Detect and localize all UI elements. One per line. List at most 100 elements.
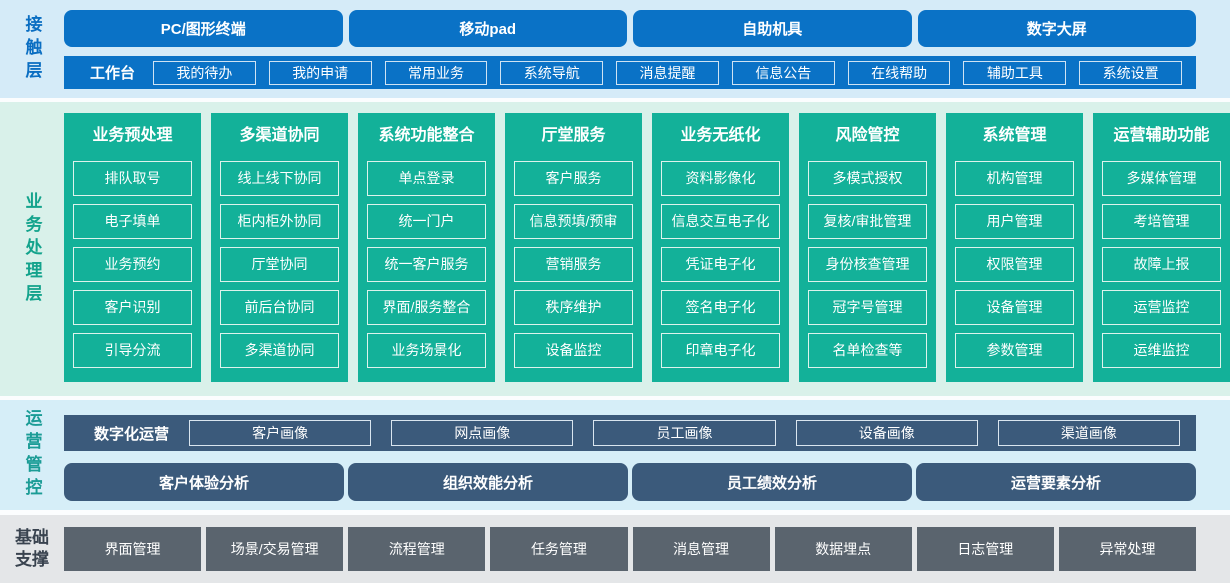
workbench-item[interactable]: 在线帮助 xyxy=(847,60,951,85)
operations-layer-label: 运营管控 xyxy=(22,409,42,501)
base-support-module[interactable]: 异常处理 xyxy=(1058,527,1196,571)
workbench-item[interactable]: 消息提醒 xyxy=(616,60,719,85)
business-module[interactable]: 复核/审批管理 xyxy=(808,204,927,239)
business-module[interactable]: 故障上报 xyxy=(1102,247,1221,282)
business-column-title: 业务预处理 xyxy=(92,127,173,144)
business-layer: 业务处理层 业务预处理 排队取号 电子填单 业务预约 客户识别 xyxy=(0,102,1230,396)
business-module[interactable]: 资料影像化 xyxy=(661,161,780,196)
base-support-module[interactable]: 消息管理 xyxy=(632,527,770,571)
base-support-module[interactable]: 界面管理 xyxy=(64,527,202,571)
business-module[interactable]: 运维监控 xyxy=(1102,333,1221,368)
business-module[interactable]: 营销服务 xyxy=(514,247,633,282)
analysis-row: 客户体验分析 组织效能分析 员工绩效分析 运营要素分析 xyxy=(64,463,1196,501)
business-module[interactable]: 统一客户服务 xyxy=(367,247,486,282)
workbench-item[interactable]: 常用业务 xyxy=(384,60,488,85)
business-column: 系统管理 机构管理 用户管理 权限管理 设备管理 参数管理 xyxy=(946,113,1083,382)
business-module[interactable]: 名单检查等 xyxy=(808,333,927,368)
business-column-items: 多模式授权 复核/审批管理 身份核查管理 冠字号管理 名单检查等 xyxy=(808,153,927,376)
business-module[interactable]: 客户服务 xyxy=(514,161,633,196)
contact-layer-content: PC/图形终端 移动pad 自助机具 数字大屏 工作台 我的待办 我的申请 xyxy=(64,0,1230,98)
business-module[interactable]: 权限管理 xyxy=(955,247,1074,282)
business-module[interactable]: 身份核查管理 xyxy=(808,247,927,282)
business-column-title: 系统功能整合 xyxy=(378,127,475,144)
business-module[interactable]: 电子填单 xyxy=(73,204,192,239)
business-module[interactable]: 线上线下协同 xyxy=(220,161,339,196)
terminal-button[interactable]: 数字大屏 xyxy=(917,10,1196,47)
business-module[interactable]: 签名电子化 xyxy=(661,290,780,325)
workbench-label: 工作台 xyxy=(90,65,136,82)
contact-layer: 接触层 PC/图形终端 移动pad 自助机具 数字大屏 工作台 我的待办 xyxy=(0,0,1230,98)
business-module[interactable]: 排队取号 xyxy=(73,161,192,196)
base-support-items: 界面管理 场景/交易管理 流程管理 任务管理 消息管理 数据埋点 日志管理 异常… xyxy=(64,527,1230,571)
profile-item[interactable]: 网点画像 xyxy=(391,420,574,446)
workbench-item[interactable]: 系统导航 xyxy=(500,60,604,85)
business-module[interactable]: 单点登录 xyxy=(367,161,486,196)
business-module[interactable]: 统一门户 xyxy=(367,204,486,239)
business-module[interactable]: 信息交互电子化 xyxy=(661,204,780,239)
terminal-button[interactable]: PC/图形终端 xyxy=(64,10,343,47)
business-module[interactable]: 凭证电子化 xyxy=(661,247,780,282)
business-module[interactable]: 冠字号管理 xyxy=(808,290,927,325)
workbench-item[interactable]: 我的申请 xyxy=(268,60,372,85)
business-module[interactable]: 印章电子化 xyxy=(661,333,780,368)
analysis-button[interactable]: 员工绩效分析 xyxy=(632,463,912,501)
analysis-button[interactable]: 运营要素分析 xyxy=(916,463,1196,501)
base-support-module[interactable]: 场景/交易管理 xyxy=(206,527,344,571)
business-module[interactable]: 柜内柜外协同 xyxy=(220,204,339,239)
digital-operations-label: 数字化运营 xyxy=(94,425,170,443)
profile-item[interactable]: 设备画像 xyxy=(795,420,978,446)
operations-content: 数字化运营 客户画像 网点画像 员工画像 设备画像 渠道画像 xyxy=(64,400,1230,510)
profile-item[interactable]: 员工画像 xyxy=(593,420,776,446)
business-columns: 业务预处理 排队取号 电子填单 业务预约 客户识别 引导分流 xyxy=(64,102,1230,396)
business-module[interactable]: 界面/服务整合 xyxy=(367,290,486,325)
terminal-button[interactable]: 自助机具 xyxy=(633,10,912,47)
workbench-item[interactable]: 辅助工具 xyxy=(963,60,1067,85)
analysis-button[interactable]: 组织效能分析 xyxy=(348,463,628,501)
profile-item[interactable]: 渠道画像 xyxy=(997,420,1181,446)
base-support-label: 基础支撑 xyxy=(15,527,49,569)
business-module[interactable]: 考培管理 xyxy=(1102,204,1221,239)
business-column: 运营辅助功能 多媒体管理 考培管理 故障上报 运营监控 运维监控 xyxy=(1093,113,1230,382)
workbench-item[interactable]: 我的待办 xyxy=(153,60,256,85)
business-module[interactable]: 机构管理 xyxy=(955,161,1074,196)
business-column-title: 多渠道协同 xyxy=(239,127,320,144)
business-module[interactable]: 厅堂协同 xyxy=(220,247,339,282)
workbench-bar: 工作台 我的待办 我的申请 常用业务 系统导航 消息提醒 信息公告 xyxy=(64,56,1196,89)
business-module[interactable]: 运营监控 xyxy=(1102,290,1221,325)
business-module[interactable]: 多媒体管理 xyxy=(1102,161,1221,196)
business-column: 系统功能整合 单点登录 统一门户 统一客户服务 界面/服务整合 业务场景化 xyxy=(358,113,495,382)
business-column-items: 多媒体管理 考培管理 故障上报 运营监控 运维监控 xyxy=(1102,153,1221,376)
business-module[interactable]: 设备管理 xyxy=(955,290,1074,325)
workbench-item[interactable]: 信息公告 xyxy=(731,60,835,85)
business-module[interactable]: 用户管理 xyxy=(955,204,1074,239)
base-support-module[interactable]: 日志管理 xyxy=(916,527,1054,571)
business-module[interactable]: 信息预填/预审 xyxy=(514,204,633,239)
business-module[interactable]: 参数管理 xyxy=(955,333,1074,368)
business-module[interactable]: 多渠道协同 xyxy=(220,333,339,368)
business-module[interactable]: 设备监控 xyxy=(514,333,633,368)
terminal-row: PC/图形终端 移动pad 自助机具 数字大屏 xyxy=(64,10,1196,47)
profile-items: 客户画像 网点画像 员工画像 设备画像 渠道画像 xyxy=(189,420,1181,446)
business-module[interactable]: 前后台协同 xyxy=(220,290,339,325)
workbench-item[interactable]: 系统设置 xyxy=(1079,60,1183,85)
base-support-module[interactable]: 数据埋点 xyxy=(774,527,912,571)
analysis-button[interactable]: 客户体验分析 xyxy=(64,463,344,501)
business-column-title: 厅堂服务 xyxy=(541,127,606,144)
terminal-button[interactable]: 移动pad xyxy=(348,10,627,47)
business-module[interactable]: 业务预约 xyxy=(73,247,192,282)
profile-item[interactable]: 客户画像 xyxy=(189,420,372,446)
digital-operations-bar: 数字化运营 客户画像 网点画像 员工画像 设备画像 渠道画像 xyxy=(64,415,1196,451)
business-module[interactable]: 引导分流 xyxy=(73,333,192,368)
base-support-module[interactable]: 任务管理 xyxy=(490,527,628,571)
business-module[interactable]: 业务场景化 xyxy=(367,333,486,368)
business-module[interactable]: 客户识别 xyxy=(73,290,192,325)
business-module[interactable]: 秩序维护 xyxy=(514,290,633,325)
business-module[interactable]: 多模式授权 xyxy=(808,161,927,196)
business-column: 风险管控 多模式授权 复核/审批管理 身份核查管理 冠字号管理 名单检查等 xyxy=(799,113,936,382)
business-column: 业务无纸化 资料影像化 信息交互电子化 凭证电子化 签名电子化 印章电子化 xyxy=(652,113,789,382)
business-column: 业务预处理 排队取号 电子填单 业务预约 客户识别 引导分流 xyxy=(64,113,201,382)
base-support-layer: 基础支撑 界面管理 场景/交易管理 流程管理 任务管理 消息管理 数据埋点 日志… xyxy=(0,515,1230,583)
base-support-module[interactable]: 流程管理 xyxy=(348,527,486,571)
business-column-items: 资料影像化 信息交互电子化 凭证电子化 签名电子化 印章电子化 xyxy=(661,153,780,376)
business-column-title: 系统管理 xyxy=(982,127,1047,144)
